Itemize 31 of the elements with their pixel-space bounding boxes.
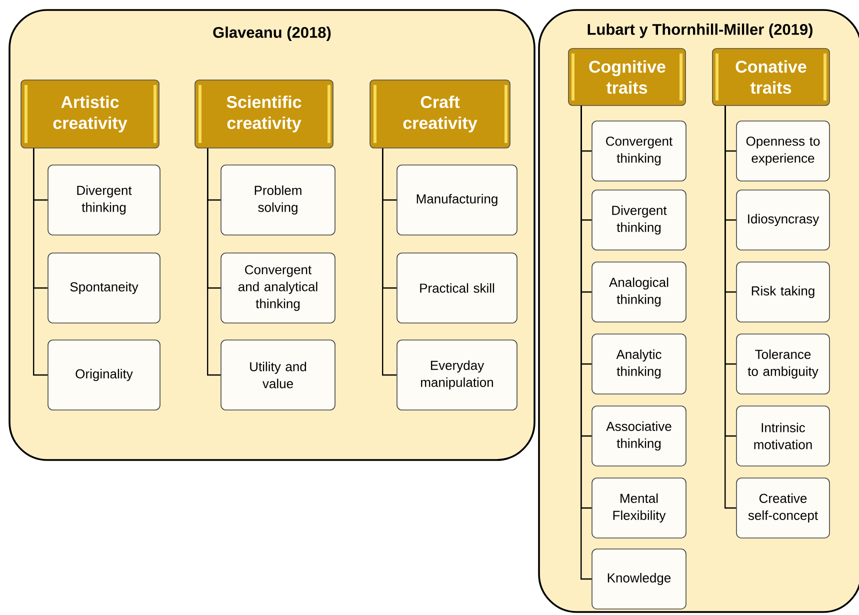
trait-box: Divergent thinking [48,164,160,236]
trait-box: Divergent thinking [592,190,686,250]
trait-box: Convergent and analytical thinking [220,252,336,324]
trait-box: Spontaneity [48,252,160,324]
category-header: Artistic creativity [20,80,160,148]
connector-line [382,148,397,376]
trait-box: Practical skill [396,252,518,324]
trait-box: Associative thinking [592,406,686,466]
trait-box: Risk taking [736,262,830,322]
trait-box: Creative self-concept [736,478,830,538]
connector-line [207,148,221,376]
trait-box: Intrinsic motivation [736,406,830,466]
trait-box: Analogical thinking [592,262,686,322]
trait-box: Problem solving [220,164,336,236]
category-header: Craft creativity [370,80,510,148]
trait-box: Mental Flexibility [592,478,686,538]
trait-box: Convergent thinking [592,120,686,182]
connector-line [724,106,736,509]
trait-box: Knowledge [592,548,686,610]
trait-box: Everyday manipulation [396,340,518,410]
category-header: Conative traits [712,48,830,106]
category-header: Cognitive traits [568,48,686,106]
trait-box: Idiosyncrasy [736,190,830,250]
trait-box: Tolerance to ambiguity [736,334,830,394]
trait-box: Originality [48,340,160,410]
trait-box: Utility and value [220,340,336,410]
trait-box: Openness to experience [736,120,830,182]
connector-line [33,148,48,376]
trait-box: Analytic thinking [592,334,686,394]
trait-box: Manufacturing [396,164,518,236]
category-header: Scientific creativity [194,80,334,148]
